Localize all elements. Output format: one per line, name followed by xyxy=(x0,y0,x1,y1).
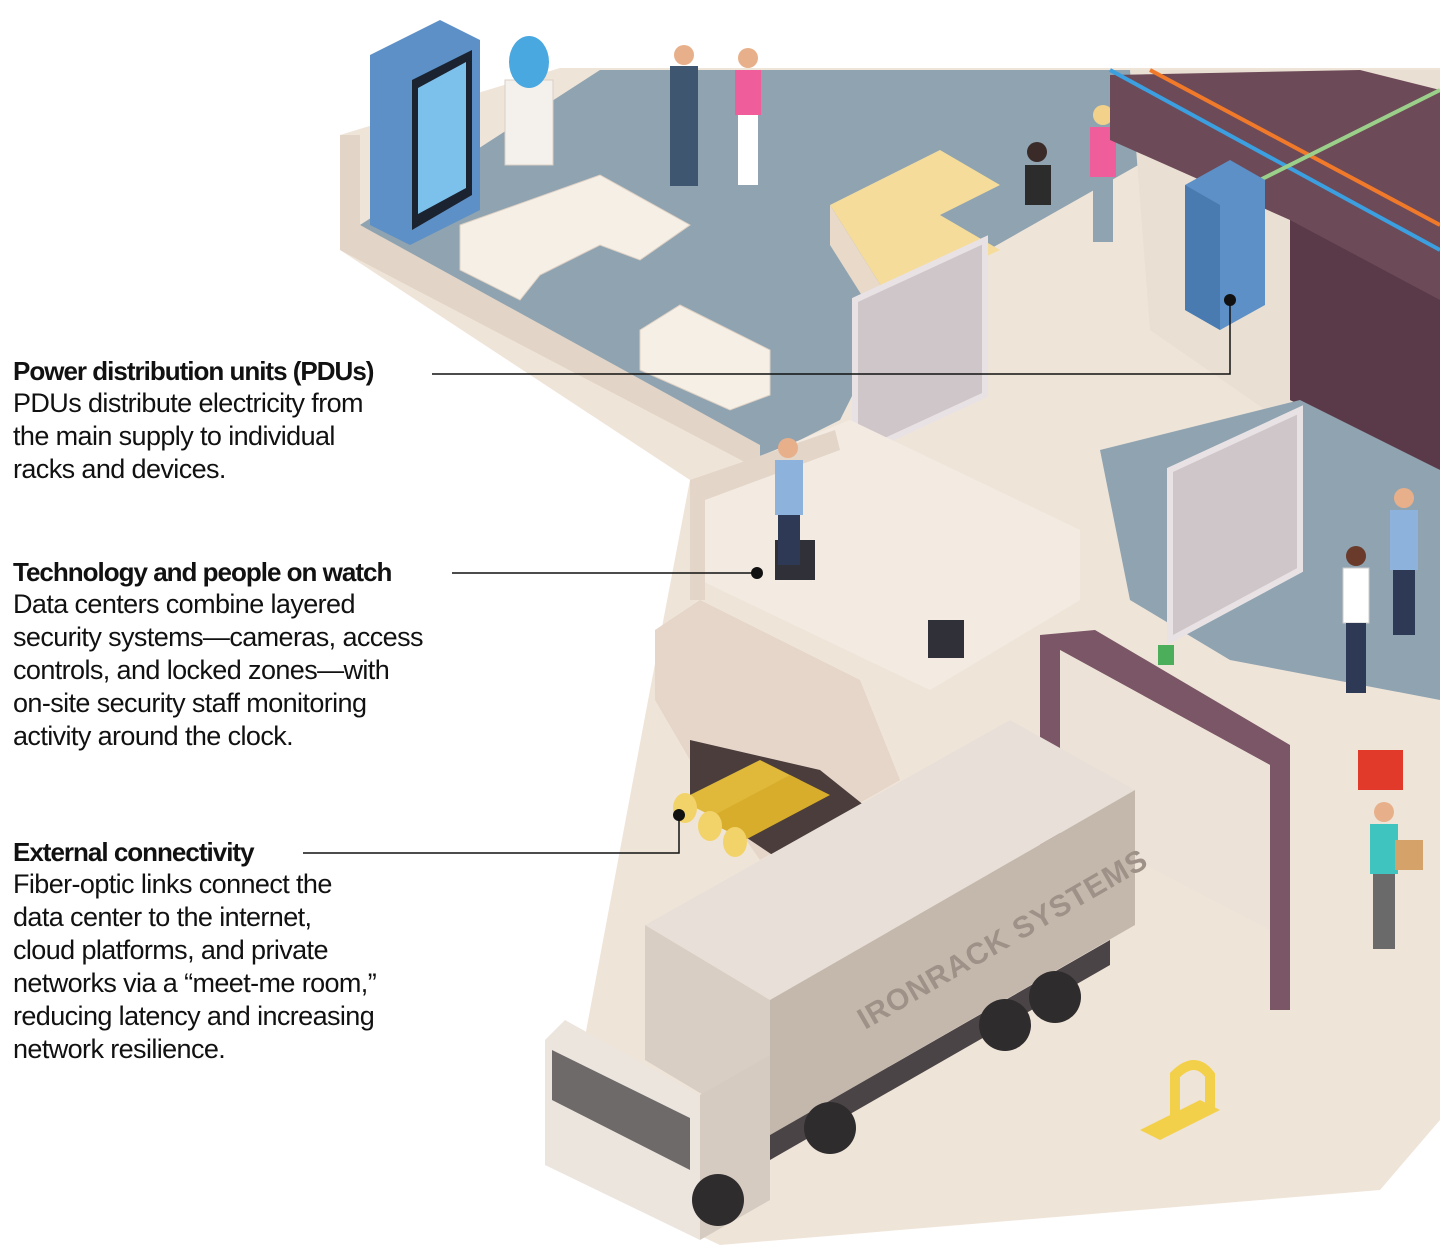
callout-text: cloud platforms, and private xyxy=(13,935,328,965)
truck-wheel xyxy=(1029,971,1081,1023)
glass-door-upper xyxy=(852,235,988,460)
server-racks-front xyxy=(1290,220,1440,470)
delivery-truck: IRONRACK SYSTEMS xyxy=(545,720,1154,1240)
leader-pdu xyxy=(432,294,1236,375)
security-guard-2 xyxy=(1390,488,1418,635)
pdu-cabinet-front xyxy=(1185,185,1220,330)
callout-text: Data centers combine layered xyxy=(13,589,355,619)
person-receptionist xyxy=(1025,142,1051,205)
security-room-wall xyxy=(690,430,840,600)
truck-windshield xyxy=(552,1050,690,1170)
security-guard xyxy=(775,438,803,565)
cable-tray-orange xyxy=(1149,68,1440,227)
person-woman-pink xyxy=(735,48,761,185)
person-on-phone xyxy=(1342,546,1370,693)
parking-barrier xyxy=(1170,1060,1215,1115)
fire-alarm xyxy=(1358,750,1403,790)
callout-text: reducing latency and increasing xyxy=(13,1001,375,1031)
callout-title: External connectivity xyxy=(13,837,255,867)
callout-text: racks and devices. xyxy=(13,454,226,484)
truck-chassis xyxy=(770,940,1110,1160)
truck-wheel xyxy=(692,1174,744,1226)
vending-bottles xyxy=(418,62,466,214)
truck-wheel xyxy=(804,1102,856,1154)
callout-title: Technology and people on watch xyxy=(13,557,392,587)
leader-security xyxy=(452,567,763,579)
lounge-edge xyxy=(340,135,760,470)
callout-text: the main supply to individual xyxy=(13,421,335,451)
person-businessman xyxy=(670,45,698,186)
truck-box-top xyxy=(645,720,1135,1000)
callout-connectivity: External connectivity Fiber-optic links … xyxy=(13,836,377,1066)
glass-door-lower xyxy=(1167,405,1303,646)
cable-tray-blue xyxy=(1109,68,1440,252)
callout-text: activity around the clock. xyxy=(13,721,294,751)
parking-barrier-base xyxy=(1140,1100,1220,1140)
callout-text: controls, and locked zones—with xyxy=(13,655,390,685)
cable-tray-green xyxy=(1229,88,1440,197)
callout-text: on-site security staff monitoring xyxy=(13,688,367,718)
leader-connectivity xyxy=(303,809,685,854)
callout-text: networks via a “meet-me room,” xyxy=(13,968,377,998)
sofa xyxy=(459,174,691,301)
callout-security: Technology and people on watch Data cent… xyxy=(13,556,424,753)
loading-dock-frame xyxy=(1040,630,1290,1010)
lounge-floor xyxy=(360,70,1200,460)
callout-text: Fiber-optic links connect the xyxy=(13,869,332,899)
water-bottle xyxy=(509,36,549,88)
callout-title: Power distribution units (PDUs) xyxy=(13,356,374,386)
callout-text: data center to the internet, xyxy=(13,902,312,932)
callout-text: network resilience. xyxy=(13,1034,226,1064)
loading-dock-door xyxy=(1060,650,1270,930)
water-cooler xyxy=(504,79,554,166)
exit-sign xyxy=(1158,645,1174,665)
callout-pdus: Power distribution units (PDUs) PDUs dis… xyxy=(13,355,374,486)
armchair xyxy=(639,304,771,411)
truck-box-side xyxy=(770,790,1135,1135)
callout-text: PDUs distribute electricity from xyxy=(13,388,363,418)
truck-wheel xyxy=(979,999,1031,1051)
callout-text: security systems—cameras, access xyxy=(13,622,424,652)
office-monitor xyxy=(928,620,964,658)
delivery-worker xyxy=(1370,802,1423,949)
